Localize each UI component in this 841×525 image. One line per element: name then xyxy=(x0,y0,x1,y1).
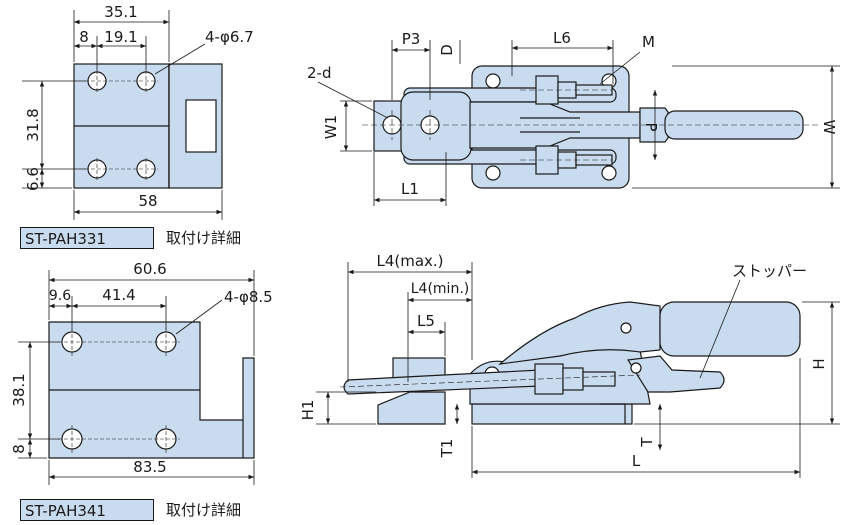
pah331-dim-left-margin: 8 xyxy=(79,28,89,46)
side-view-clamp xyxy=(343,301,801,425)
side-dim-l4-max: L4(max.) xyxy=(376,252,443,270)
side-view-dimensions xyxy=(316,262,840,478)
pah331-dim-hole-pitch-x: 19.1 xyxy=(104,28,137,46)
pah331-caption-text: 取付け詳細 xyxy=(166,229,242,247)
pah331-dim-bottom-margin: 6.6 xyxy=(24,167,42,191)
top-view-centerlines xyxy=(362,89,820,161)
pah341-dim-left-margin: 9.6 xyxy=(49,288,71,304)
top-view-clamp xyxy=(373,65,804,189)
top-dim-w: W xyxy=(820,120,838,135)
pah341-dim-width-top: 60.6 xyxy=(133,260,166,278)
pah341-dim-hole-pitch-y: 38.1 xyxy=(10,373,28,406)
pah341-dim-hole-pitch-x: 41.4 xyxy=(102,286,135,304)
pah331-caption-box: ST-PAH331 xyxy=(20,227,154,249)
side-dim-t: T xyxy=(638,437,656,448)
side-view-centerlines xyxy=(339,374,641,388)
pah341-centerlines xyxy=(58,328,180,453)
top-dim-w1: W1 xyxy=(322,115,340,139)
pah341-caption-text: 取付け詳細 xyxy=(166,501,242,519)
pah341-dim-width-total: 83.5 xyxy=(133,458,166,476)
side-dim-h1: H1 xyxy=(299,400,317,421)
side-dim-l4-min: L4(min.) xyxy=(411,281,469,297)
top-dim-d: D xyxy=(438,44,456,56)
side-dim-l: L xyxy=(632,452,641,470)
side-dim-l5: L5 xyxy=(417,312,435,330)
pah331-dim-hole-pitch-y: 31.8 xyxy=(24,108,42,141)
pah341-caption-box: ST-PAH341 xyxy=(20,499,154,521)
top-dim-l6: L6 xyxy=(553,29,571,47)
side-dim-h: H xyxy=(810,358,828,369)
top-dim-2d: 2-d xyxy=(307,64,331,82)
pah331-dimensions xyxy=(22,10,223,220)
top-dim-m: M xyxy=(642,33,655,51)
pah341-plate xyxy=(48,321,255,459)
side-dim-t1: T1 xyxy=(438,439,456,459)
top-dim-p: P xyxy=(642,122,660,131)
pah341-dim-bottom-margin: 8 xyxy=(10,444,28,454)
top-dim-p3: P3 xyxy=(402,30,421,48)
pah331-dim-width-total: 58 xyxy=(138,192,157,210)
side-label-stopper: ストッパー xyxy=(732,262,807,280)
pah341-hole-spec: 4-φ8.5 xyxy=(224,288,273,306)
top-view-dimensions xyxy=(317,40,840,206)
pah331-hole-spec: 4-φ6.7 xyxy=(205,28,254,46)
pah331-centerlines xyxy=(85,70,158,180)
top-dim-l1: L1 xyxy=(401,180,419,198)
pah331-dim-width-top: 35.1 xyxy=(104,3,137,21)
pah341-dimensions xyxy=(18,270,255,485)
